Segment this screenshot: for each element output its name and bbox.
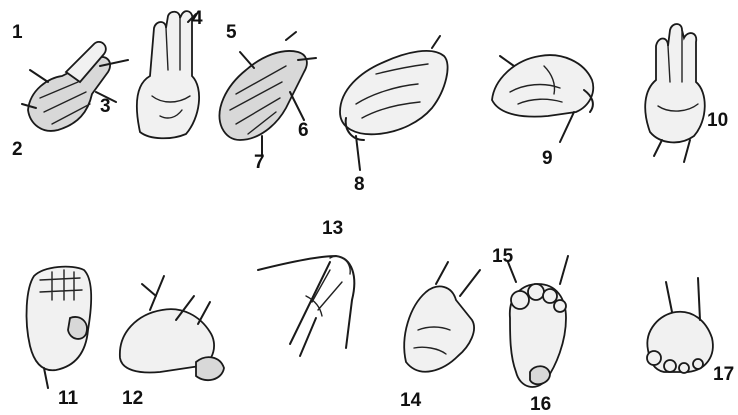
label-16: 16: [530, 394, 551, 415]
label-3: 3: [100, 96, 111, 117]
label-6: 6: [298, 120, 309, 141]
label-7: 7: [254, 152, 265, 173]
label-12: 12: [122, 388, 143, 409]
label-5: 5: [226, 22, 237, 43]
label-13: 13: [322, 218, 343, 239]
drawing-palm-right: [645, 24, 705, 162]
label-15: 15: [492, 246, 514, 267]
label-14: 14: [400, 390, 422, 411]
drawing-hand-back-taped: [22, 42, 128, 131]
drawing-hand-pinch: [120, 276, 224, 380]
label-1: 1: [12, 22, 23, 43]
label-2: 2: [12, 139, 23, 160]
drawing-foot-front: [647, 278, 713, 373]
label-8: 8: [354, 174, 365, 195]
drawing-foot-side: [404, 262, 480, 372]
drawing-palm-fingers-up: [137, 11, 199, 138]
label-17: 17: [713, 364, 734, 385]
drawing-fist-front: [27, 267, 92, 388]
drawing-foot-sole: [508, 256, 568, 387]
label-9: 9: [542, 148, 553, 169]
label-4: 4: [192, 8, 203, 29]
label-11: 11: [58, 388, 79, 409]
drawing-fist-side: [340, 36, 448, 170]
drawing-bent-limb: [258, 256, 354, 356]
label-10: 10: [707, 110, 728, 131]
drawing-hand-curled: [492, 55, 593, 142]
